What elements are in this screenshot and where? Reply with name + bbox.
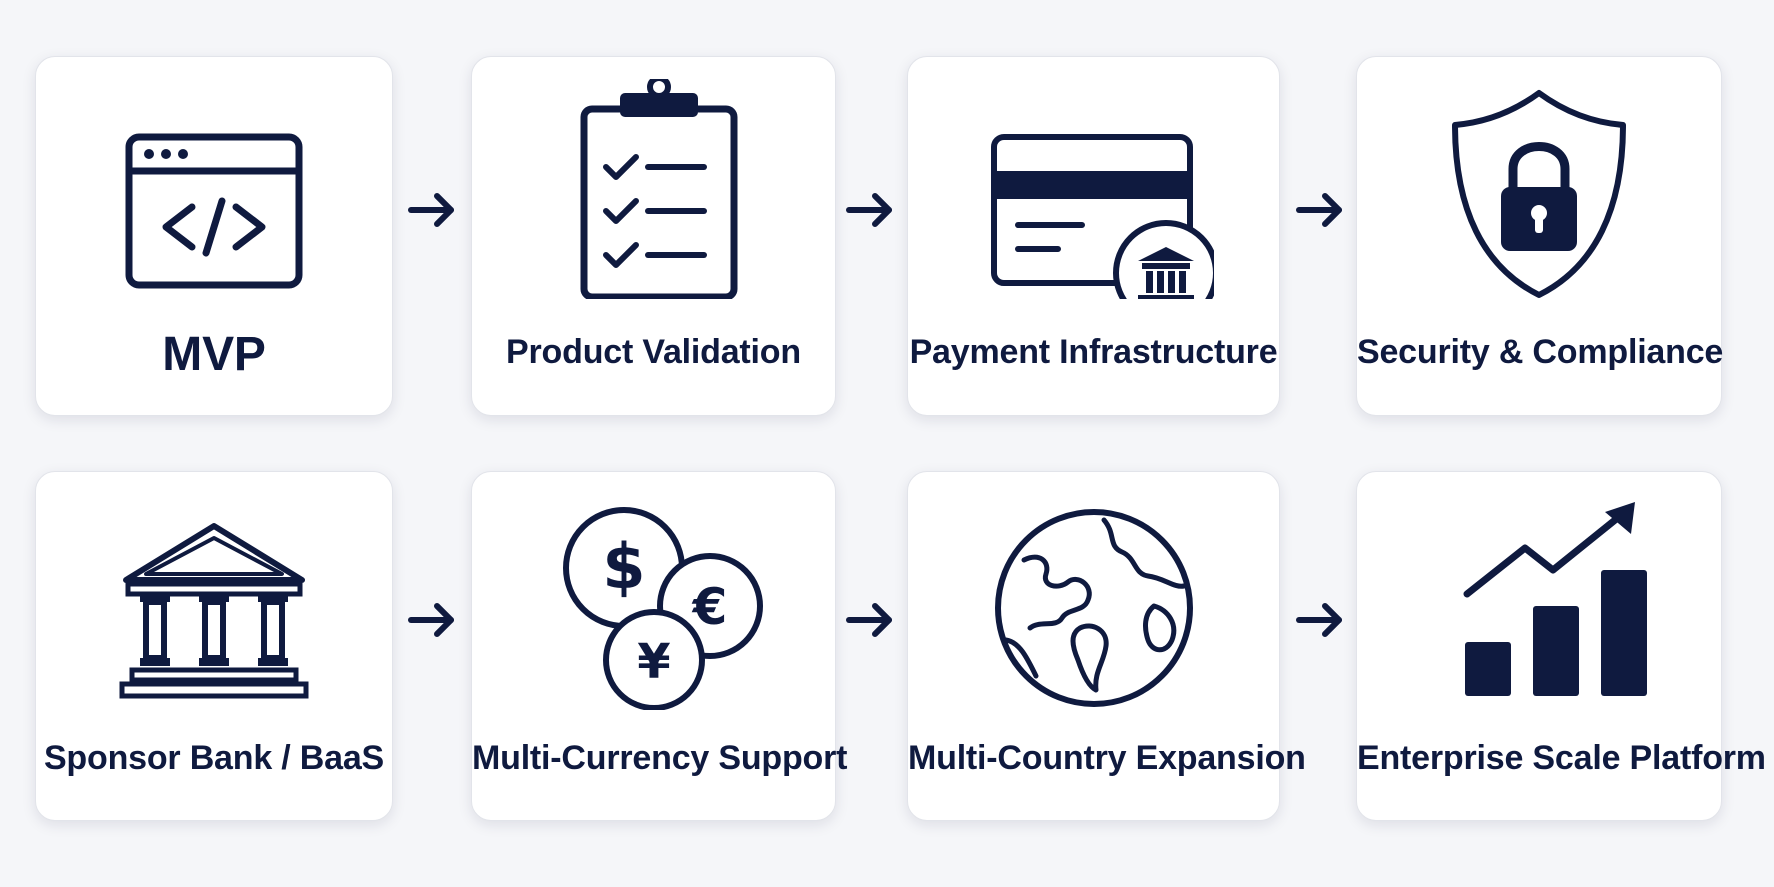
step-label: Multi-Currency Support [472, 739, 848, 777]
step-label: Sponsor Bank / BaaS [43, 739, 385, 777]
code-window-icon [125, 133, 303, 289]
step-label: Product Validation [506, 333, 801, 371]
step-card-enterprise-scale: Enterprise Scale Platform [1356, 471, 1766, 821]
step-label: Multi-Country Expansion [908, 739, 1306, 777]
bank-building-icon [119, 523, 309, 699]
svg-text:$: $ [602, 530, 645, 603]
step-card-multi-country: Multi-Country Expansion [907, 471, 1306, 821]
arrow-right-icon [1296, 193, 1342, 227]
step-card-payment-infrastructure: Payment Infrastructure [907, 56, 1280, 416]
arrow-right-icon [846, 603, 892, 637]
arrow-right-icon [408, 193, 454, 227]
arrow-right-icon [1296, 603, 1342, 637]
globe-icon [994, 509, 1193, 707]
clipboard-checklist-icon [580, 79, 737, 299]
step-label: Security & Compliance [1357, 333, 1724, 371]
step-card-security-compliance: Security & Compliance [1356, 56, 1724, 416]
svg-text:€: € [691, 578, 727, 636]
card-bank-icon [990, 134, 1214, 299]
step-card-sponsor-bank: Sponsor Bank / BaaS [35, 471, 393, 821]
arrow-right-icon [408, 603, 454, 637]
step-label: MVP [162, 328, 266, 381]
step-card-mvp: MVP [35, 56, 393, 416]
step-label: Payment Infrastructure [909, 333, 1278, 371]
shield-lock-icon [1452, 90, 1626, 298]
growth-chart-icon [1463, 502, 1647, 696]
step-card-product-validation: Product Validation [471, 56, 836, 416]
currency-coins-icon: $ € ¥ [562, 507, 763, 710]
svg-text:¥: ¥ [637, 634, 670, 690]
step-card-multi-currency: $ € ¥ Multi-Currency Support [471, 471, 848, 821]
arrow-right-icon [846, 193, 892, 227]
step-label: Enterprise Scale Platform [1357, 739, 1766, 777]
